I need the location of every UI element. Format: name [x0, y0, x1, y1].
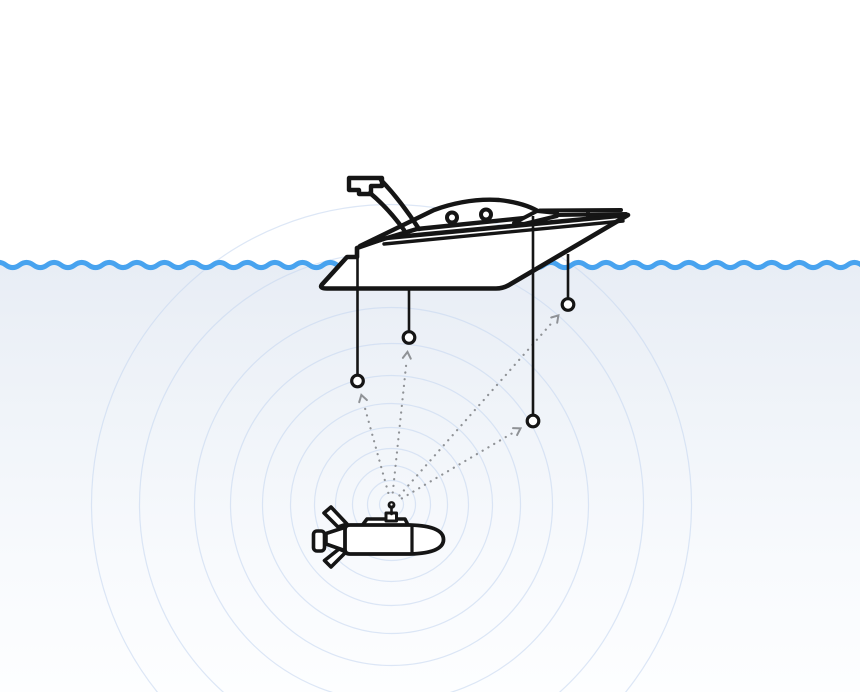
boat-porthole-2 [479, 207, 493, 222]
sonar-ring-6 [289, 402, 494, 607]
submarine-transducer-highlight [390, 503, 393, 506]
signal-ray-1 [362, 403, 390, 495]
signal-arrowhead-4 [550, 313, 560, 324]
sonar-rings [90, 203, 693, 692]
hydrophone-4 [560, 297, 576, 312]
signal-arrowhead-3 [512, 427, 523, 437]
sonar-ring-7 [261, 374, 522, 635]
boat-hull [318, 212, 631, 291]
sonar-ring-9 [193, 306, 590, 692]
boat-sheer-line [382, 219, 625, 246]
boat-porthole-1 [445, 210, 459, 225]
hydrophone-2 [401, 330, 417, 345]
acoustic-signal-rays [358, 313, 560, 500]
submarine-propeller-cap [311, 529, 327, 553]
hydrophone-cables [350, 216, 576, 429]
sonar-ring-8 [229, 342, 554, 667]
submarine-body [343, 523, 446, 556]
boat-radar-arch-outer-leg [378, 177, 422, 232]
signal-arrowhead-2 [401, 350, 412, 360]
boat-radar-arch-inner-leg [367, 190, 407, 233]
boat-illustration [318, 175, 631, 291]
boat-aft-deck-lines [538, 208, 628, 221]
hydrophone-1 [350, 373, 365, 389]
signal-ray-3 [400, 432, 514, 500]
submarine-upper-fin [322, 505, 349, 529]
sonar-ring-4 [334, 447, 449, 562]
signal-arrowhead-1 [358, 393, 368, 404]
submarine-illustration [311, 501, 446, 569]
sonar-ring-11 [90, 203, 693, 692]
hydrophone-3 [525, 413, 541, 429]
sonar-ring-5 [313, 426, 470, 583]
signal-ray-2 [391, 360, 408, 494]
